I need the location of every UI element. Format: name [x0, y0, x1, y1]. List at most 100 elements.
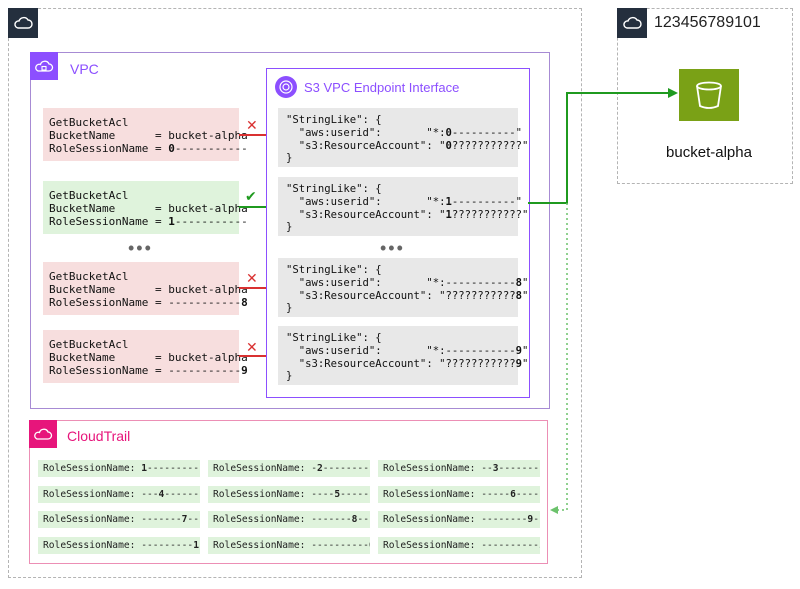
log-pre: ---------- [311, 540, 369, 551]
log-char: 5 [334, 489, 341, 500]
log-entry: RoleSessionName: ----------1 [378, 537, 540, 554]
log-post: --- [357, 514, 370, 525]
log-char: 8 [351, 514, 358, 525]
endpoint-to-bucket-arrow [528, 92, 670, 204]
policy-account-key: 1 [445, 208, 452, 221]
log-pre: ------- [141, 514, 182, 525]
request-session-a: ----------- [168, 296, 242, 309]
log-pre: ------- [311, 514, 352, 525]
policy-box-1: "StringLike": { "aws:userid": "*:1------… [278, 177, 528, 236]
request-bucket: bucket-alpha [168, 283, 248, 296]
policy-userid-key: 0 [445, 126, 452, 139]
policy-account: "s3:ResourceAccount": "??????????? [286, 289, 516, 302]
log-label: RoleSessionName: [383, 463, 482, 474]
cloudtrail-tab [29, 420, 57, 448]
log-char: 2 [316, 463, 323, 474]
main-account-boundary [8, 8, 582, 578]
log-post: --------- [322, 463, 370, 474]
log-label: RoleSessionName: [213, 489, 312, 500]
endpoint-tab [275, 76, 297, 98]
request-box-1: GetBucketAcl BucketName = bucket-alpha R… [43, 181, 248, 234]
log-char: 9 [527, 514, 534, 525]
log-char: 4 [158, 489, 165, 500]
log-entry: RoleSessionName: --3-------- [378, 460, 540, 477]
policy-account-rest: " [522, 289, 529, 302]
log-entry: RoleSessionName: -------8--- [208, 511, 370, 528]
request-box-0: GetBucketAcl BucketName = bucket-alpha R… [43, 108, 248, 161]
policy-close: } [286, 302, 293, 315]
policy-account-key: 9 [515, 357, 522, 370]
log-pre: -- [481, 463, 493, 474]
log-pre: ---------- [481, 540, 539, 551]
log-label: RoleSessionName: [213, 540, 312, 551]
policy-box-2: "StringLike": { "aws:userid": "*:-------… [278, 258, 528, 317]
request-session-b: ----------- [174, 142, 248, 155]
log-label: RoleSessionName: [43, 540, 142, 551]
policy-account: "s3:ResourceAccount": "??????????? [286, 357, 516, 370]
log-char: 3 [492, 463, 499, 474]
policy-userid-rest: " [522, 276, 529, 289]
log-entry: RoleSessionName: -2--------- [208, 460, 370, 477]
request-key: BucketName = [49, 283, 169, 296]
s3-bucket-tile [679, 69, 739, 121]
policy-userid-key: 9 [515, 344, 522, 357]
request-bucket: bucket-alpha [168, 202, 248, 215]
request-session-b: ----------- [174, 215, 248, 228]
vpc-tab [30, 52, 58, 80]
request-box-3: GetBucketAcl BucketName = bucket-alpha R… [43, 330, 248, 383]
deny-mark: ✕ [246, 117, 258, 133]
cloudtrail-icon [34, 428, 53, 440]
log-label: RoleSessionName: [43, 489, 142, 500]
request-session-b: 8 [241, 296, 248, 309]
log-char: 7 [181, 514, 188, 525]
log-char: 1 [141, 463, 147, 474]
policy-userid: "aws:userid": "*: [286, 126, 446, 139]
log-entry: RoleSessionName: --------9-- [378, 511, 540, 528]
cloud-icon [623, 16, 642, 29]
log-pre: --- [141, 489, 159, 500]
s3-bucket-icon [696, 81, 722, 109]
policy-line: "StringLike": { [286, 183, 382, 195]
log-post: -- [199, 540, 200, 551]
log-label: RoleSessionName: [213, 463, 312, 474]
allow-mark: ✔ [245, 188, 257, 204]
log-label: RoleSessionName: [383, 540, 482, 551]
policy-close: } [286, 221, 293, 234]
policies-ellipsis: ••• [380, 238, 405, 258]
policy-userid-rest: " [522, 344, 529, 357]
log-pre: -------- [481, 514, 528, 525]
policy-userid-key: 8 [515, 276, 522, 289]
arrowhead [668, 88, 678, 98]
request-bucket: bucket-alpha [168, 351, 248, 364]
policy-userid-key: 1 [445, 195, 452, 208]
request-key: BucketName = [49, 202, 169, 215]
policy-account-key: 8 [515, 289, 522, 302]
log-post: ---------- [146, 463, 200, 474]
request-api: GetBucketAcl [49, 189, 129, 202]
policy-line: "StringLike": { [286, 114, 382, 126]
request-session-b: 9 [241, 364, 248, 377]
log-pre: - [311, 463, 317, 474]
request-session-a: 0 [168, 142, 175, 155]
log-post: --- [187, 514, 200, 525]
policy-account: "s3:ResourceAccount": " [286, 139, 446, 152]
request-box-2: GetBucketAcl BucketName = bucket-alpha R… [43, 262, 248, 315]
deny-mark: ✕ [246, 339, 258, 355]
policy-account-rest: " [522, 357, 529, 370]
policy-account-rest: ???????????" [451, 139, 529, 152]
deny-mark: ✕ [246, 270, 258, 286]
policy-account-key: 0 [445, 139, 452, 152]
log-char: 0 [369, 540, 370, 551]
log-entry: RoleSessionName: ----5------ [208, 486, 370, 503]
vpc-icon [35, 60, 54, 72]
log-post: -- [533, 514, 540, 525]
request-key: RoleSessionName = [49, 296, 169, 309]
log-post: ------- [164, 489, 200, 500]
request-api: GetBucketAcl [49, 116, 129, 129]
log-label: RoleSessionName: [43, 514, 142, 525]
remote-account-id: 123456789101 [654, 14, 761, 31]
log-label: RoleSessionName: [383, 489, 482, 500]
log-entry: RoleSessionName: ----------0- [208, 537, 370, 554]
log-entry: RoleSessionName: -----6----- [378, 486, 540, 503]
